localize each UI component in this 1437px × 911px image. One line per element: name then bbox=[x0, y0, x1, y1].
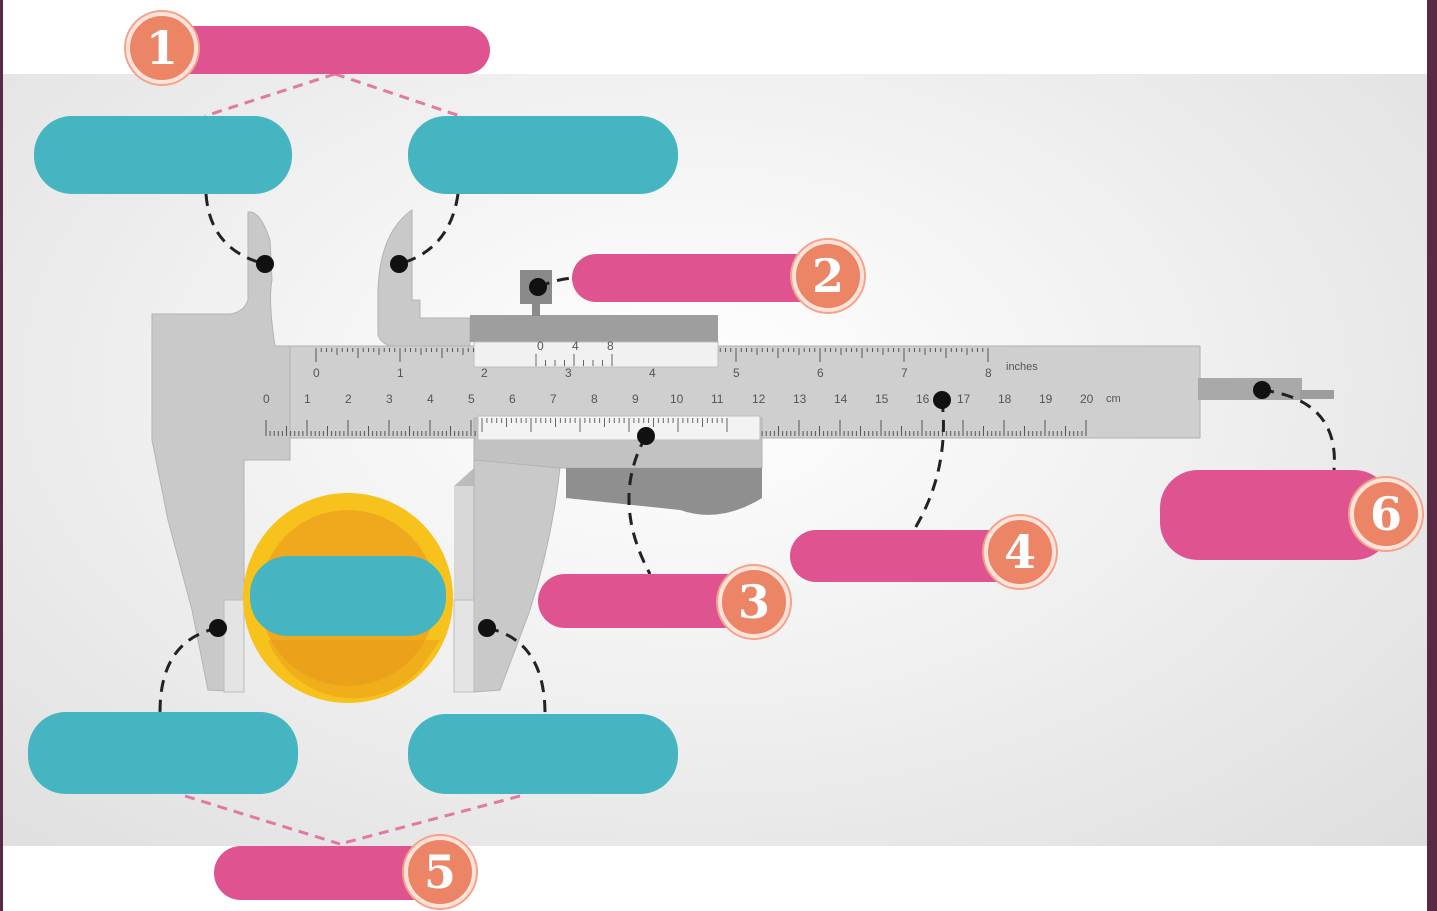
cm-number: 10 bbox=[670, 392, 684, 406]
cm-number: 13 bbox=[793, 392, 807, 406]
cm-number: 6 bbox=[509, 392, 516, 406]
cm-number: 19 bbox=[1039, 392, 1053, 406]
fixed-jaw bbox=[151, 211, 291, 693]
inch-number: 2 bbox=[481, 366, 488, 380]
badge-3: 3 bbox=[718, 566, 790, 638]
cm-number: 0 bbox=[263, 392, 270, 406]
cm-number: 8 bbox=[591, 392, 598, 406]
cm-number: 15 bbox=[875, 392, 889, 406]
badge-1: 1 bbox=[126, 12, 198, 84]
dot-main-scale bbox=[933, 391, 951, 409]
cm-number: 14 bbox=[834, 392, 848, 406]
dot-locking-screw bbox=[529, 278, 547, 296]
badge-2: 2 bbox=[792, 240, 864, 312]
badge-6: 6 bbox=[1350, 478, 1422, 550]
dot-vernier-scale bbox=[637, 427, 655, 445]
inch-number: 0 bbox=[313, 366, 320, 380]
label-box-inside-jaw-right[interactable] bbox=[408, 714, 678, 794]
vernier-number: 0 bbox=[537, 339, 544, 353]
cm-number: 11 bbox=[711, 392, 724, 406]
dot-inside-jaw-fixed bbox=[209, 619, 227, 637]
depth-rod-tip bbox=[1300, 390, 1334, 399]
leader-lines bbox=[158, 193, 1336, 715]
cm-unit-label: cm bbox=[1106, 393, 1121, 405]
vernier-number: 4 bbox=[572, 339, 579, 353]
inch-number: 3 bbox=[565, 366, 572, 380]
label-box-inside-jaw-left[interactable] bbox=[28, 712, 298, 794]
thumb-wheel bbox=[566, 468, 762, 515]
inch-number: 5 bbox=[733, 366, 740, 380]
vernier-top-labels: 0 4 8 bbox=[537, 339, 614, 353]
label-box-2[interactable] bbox=[572, 254, 834, 302]
inch-number: 7 bbox=[901, 366, 908, 380]
cm-number: 18 bbox=[998, 392, 1012, 406]
dot-depth-rod bbox=[1253, 381, 1271, 399]
cm-number: 17 bbox=[957, 392, 971, 406]
cm-scale bbox=[265, 420, 1087, 436]
dot-inside-jaw-sliding bbox=[478, 619, 496, 637]
label-box-4[interactable] bbox=[790, 530, 1022, 582]
cm-number: 16 bbox=[916, 392, 930, 406]
label-box-outside-jaw-left[interactable] bbox=[34, 116, 292, 194]
cm-number: 2 bbox=[345, 392, 352, 406]
vernier-number: 8 bbox=[607, 339, 614, 353]
inch-unit-label: inches bbox=[1006, 361, 1038, 373]
cm-number: 4 bbox=[427, 392, 434, 406]
label-box-coin[interactable] bbox=[250, 556, 446, 636]
right-border bbox=[1427, 0, 1437, 911]
inch-number: 4 bbox=[649, 366, 656, 380]
badge-4: 4 bbox=[984, 516, 1056, 588]
inch-scale-labels: 0 1 2 3 4 5 6 7 8 bbox=[313, 366, 992, 380]
inch-number: 1 bbox=[397, 366, 404, 380]
sliding-jaw bbox=[377, 209, 763, 693]
cm-number: 9 bbox=[632, 392, 639, 406]
inch-number: 8 bbox=[985, 366, 992, 380]
badge-5: 5 bbox=[404, 836, 476, 908]
cm-number: 7 bbox=[550, 392, 557, 406]
vernier-ticks bbox=[481, 354, 728, 432]
main-beam bbox=[289, 345, 1334, 439]
cm-number: 12 bbox=[752, 392, 766, 406]
dot-outside-jaw-sliding bbox=[390, 255, 408, 273]
vernier-inch-window bbox=[473, 341, 719, 368]
inch-number: 6 bbox=[817, 366, 824, 380]
cm-number: 5 bbox=[468, 392, 475, 406]
label-box-outside-jaw-right[interactable] bbox=[408, 116, 678, 194]
cm-number: 1 bbox=[304, 392, 311, 406]
cm-number: 3 bbox=[386, 392, 393, 406]
inch-scale bbox=[315, 348, 989, 362]
left-border bbox=[0, 0, 3, 911]
cm-number: 20 bbox=[1080, 392, 1094, 406]
dot-outside-jaw-fixed bbox=[256, 255, 274, 273]
label-box-1[interactable] bbox=[165, 26, 490, 74]
pointer-dots bbox=[209, 255, 1271, 637]
bracket-connectors bbox=[184, 72, 521, 846]
